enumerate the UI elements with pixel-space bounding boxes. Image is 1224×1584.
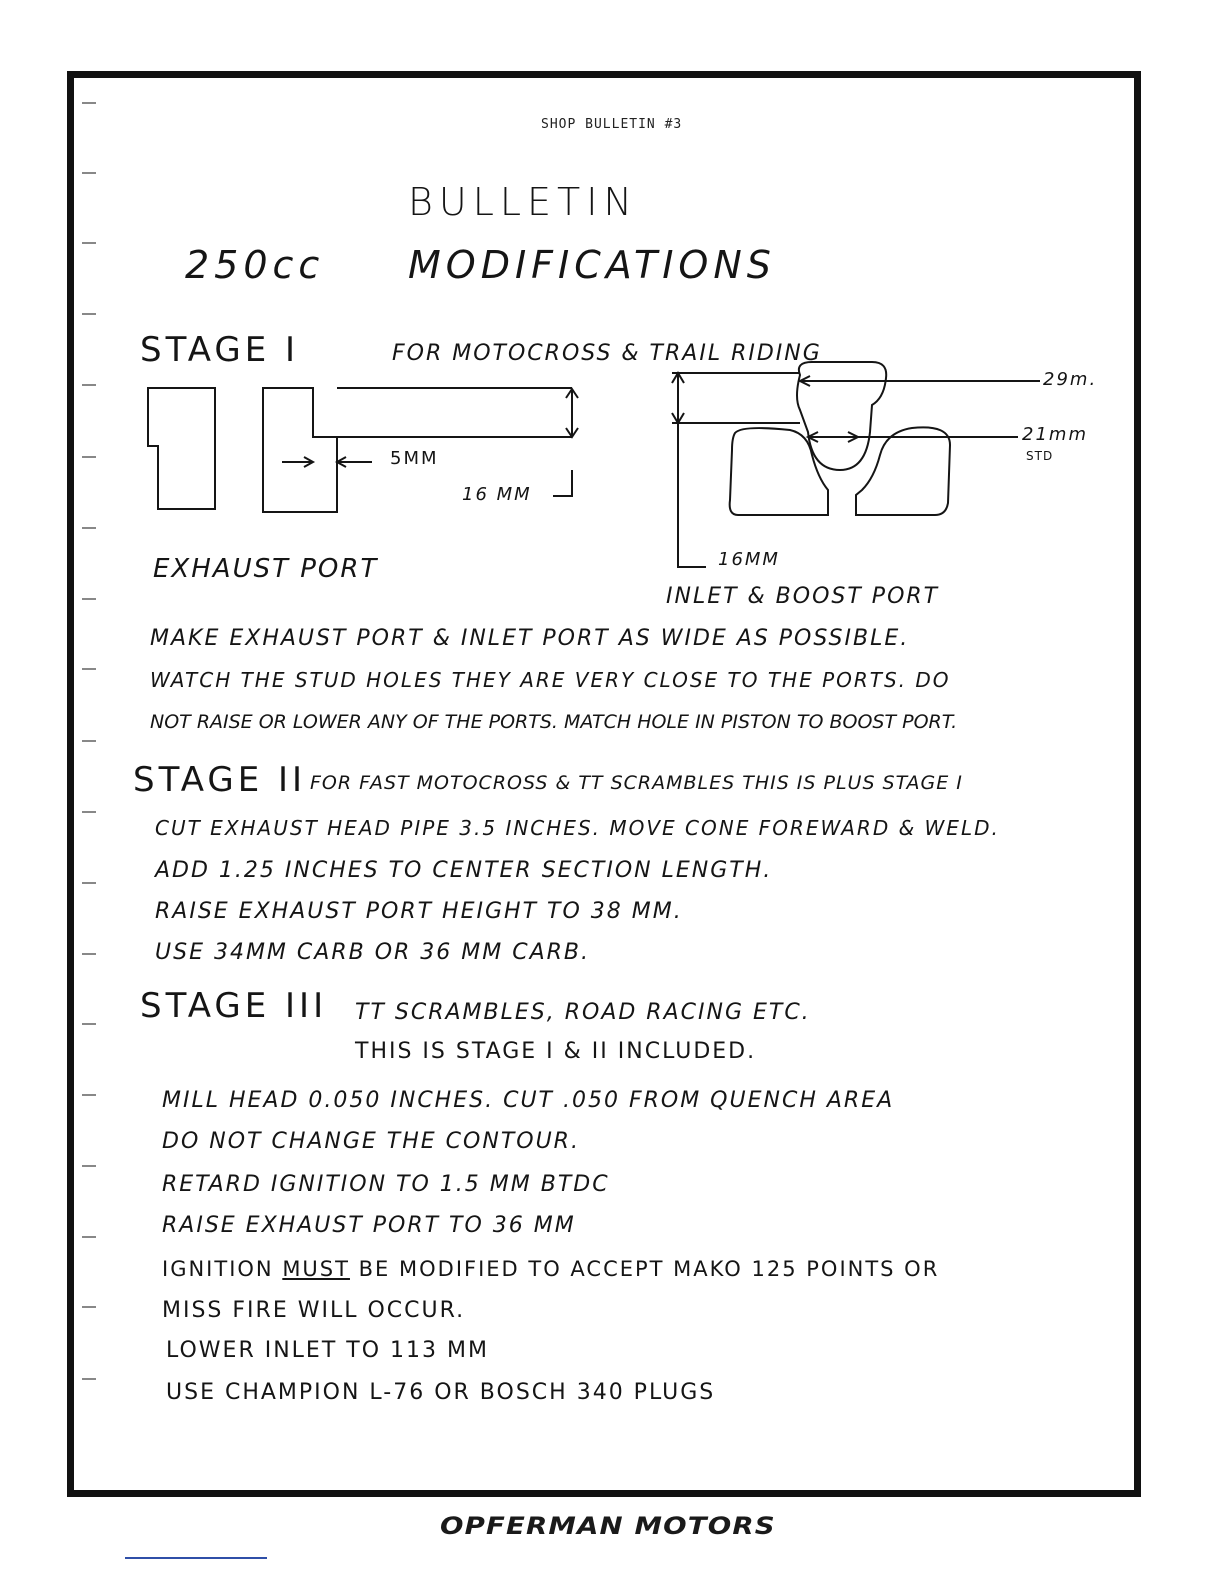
label-inlet-16mm: 16MM [718,549,780,570]
margin-mark [82,1306,96,1308]
label-std: STD [1026,449,1054,463]
inlet-port-right-outline [855,426,952,516]
document-frame [67,71,1141,1497]
margin-mark [82,384,96,386]
margin-mark [82,1094,96,1096]
margin-mark [82,102,96,104]
margin-mark [82,668,96,670]
stage2-heading: STAGE II [133,760,307,800]
label-29mm: 29m. [1043,369,1098,390]
stage3-heading: STAGE III [140,986,328,1026]
margin-mark [82,313,96,315]
stage1-heading: STAGE I [140,330,300,370]
margin-mark [82,1378,96,1380]
exhaust-port-caption: EXHAUST PORT [153,554,379,584]
stage3-note: RAISE EXHAUST PORT TO 36 MM [162,1213,576,1238]
inlet-boost-port-caption: INLET & BOOST PORT [666,584,940,609]
ignition-prefix: IGNITION [162,1257,283,1281]
margin-mark [82,598,96,600]
exhaust-port-right-outline [262,387,338,513]
inlet-16mm-bracket [677,423,706,568]
brand-logo: OPFERMAN MOTORS [440,1512,776,1540]
margin-mark [82,740,96,742]
ignition-emphasis: MUST [282,1257,350,1281]
stage3-note: LOWER INLET TO 113 MM [166,1338,489,1363]
margin-mark [82,1165,96,1167]
exhaust-port-left-outline [147,387,216,510]
stage2-note: ADD 1.25 INCHES TO CENTER SECTION LENGTH… [155,858,773,883]
title-bulletin: BULLETIN [408,180,638,224]
margin-mark [82,811,96,813]
arrow-up [565,387,579,399]
margin-mark [82,882,96,884]
boost-port-outline [796,361,888,472]
label-5mm: 5MM [390,448,439,469]
inlet-port-left-outline [728,427,829,516]
stage3-note: MILL HEAD 0.050 INCHES. CUT .050 FROM QU… [162,1088,895,1113]
margin-mark [82,1236,96,1238]
bulletin-number: SHOP BULLETIN #3 [541,117,683,132]
stage3-note: USE CHAMPION L-76 OR BOSCH 340 PLUGS [166,1380,716,1405]
title-displacement: 250cc [185,243,325,287]
ignition-suffix: BE MODIFIED TO ACCEPT MAKO 125 POINTS OR [349,1257,940,1281]
margin-mark [82,953,96,955]
stage2-purpose: FOR FAST MOTOCROSS & TT SCRAMBLES THIS I… [310,772,963,794]
stage3-includes: THIS IS STAGE I & II INCLUDED. [355,1039,757,1064]
margin-mark [82,527,96,529]
margin-mark [82,242,96,244]
stage2-note: CUT EXHAUST HEAD PIPE 3.5 INCHES. MOVE C… [155,816,1000,840]
margin-mark [82,1023,96,1025]
stage1-purpose: FOR MOTOCROSS & TRAIL RIDING [392,341,822,366]
stage3-ignition-note: IGNITION MUST BE MODIFIED TO ACCEPT MAKO… [162,1257,939,1281]
stage3-note: DO NOT CHANGE THE CONTOUR. [162,1129,580,1154]
stage1-note: NOT RAISE OR LOWER ANY OF THE PORTS. MAT… [150,711,958,733]
margin-mark [82,456,96,458]
label-exhaust-16mm: 16 MM [462,484,532,505]
exhaust-16mm-bracket [553,470,573,497]
stage3-purpose: TT SCRAMBLES, ROAD RACING ETC. [355,1000,811,1025]
stage1-note: MAKE EXHAUST PORT & INLET PORT AS WIDE A… [150,626,910,651]
margin-mark [82,172,96,174]
stage3-note: MISS FIRE WILL OCCUR. [162,1298,466,1323]
footer-link-rule [125,1557,267,1559]
stage2-note: USE 34MM CARB OR 36 MM CARB. [155,940,591,965]
arrow-down [565,427,579,439]
stage3-note: RETARD IGNITION TO 1.5 MM BTDC [162,1172,610,1197]
label-21mm: 21mm [1022,424,1088,445]
title-modifications: MODIFICATIONS [408,243,776,287]
stage1-note: WATCH THE STUD HOLES THEY ARE VERY CLOSE… [150,668,951,692]
stage2-note: RAISE EXHAUST PORT HEIGHT TO 38 MM. [155,899,683,924]
